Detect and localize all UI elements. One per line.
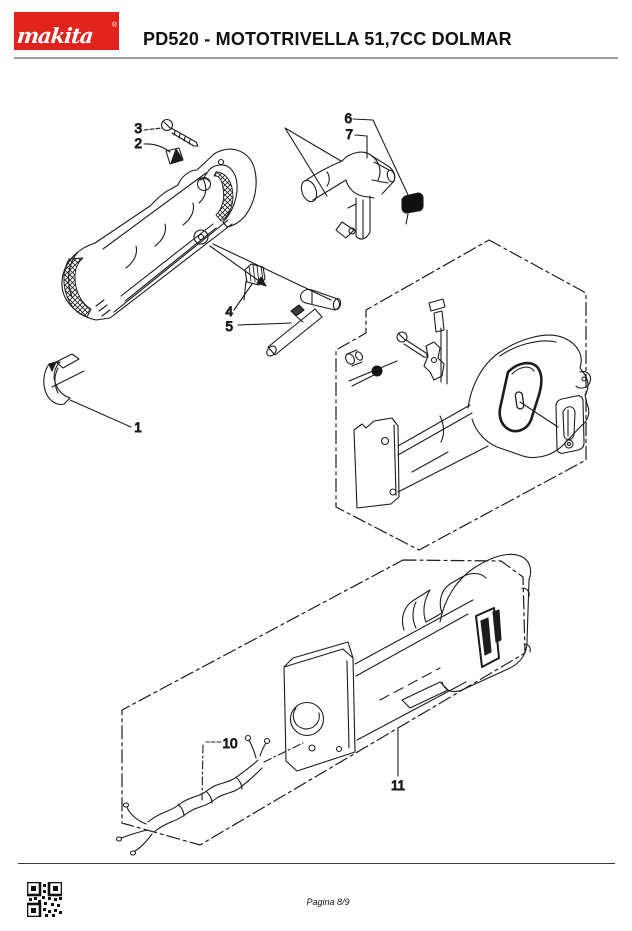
callout-10: 10 (222, 736, 237, 751)
callout-2: 2 (134, 136, 142, 151)
callout-6: 6 (344, 111, 352, 126)
header-divider (14, 57, 618, 59)
spring-drawing-part4 (243, 263, 266, 301)
screw-drawing-part3 (160, 118, 199, 147)
registered-mark: ® (111, 22, 117, 29)
throttle-lever-drawing-part5 (266, 289, 342, 357)
callout-7: 7 (345, 127, 353, 142)
callout-1: 1 (134, 420, 142, 435)
page-title: PD520 - MOTOTRIVELLA 51,7CC DOLMAR (143, 29, 512, 49)
throttle-elbow-drawing-part6-7 (300, 151, 424, 240)
callout-11: 11 (391, 778, 405, 793)
callout-4: 4 (225, 304, 233, 319)
qr-code-icon (27, 882, 62, 917)
drive-housing-drawing-part11 (283, 553, 532, 772)
page-number: Pagina 8/9 (306, 897, 350, 907)
handle-assembly-drawing (345, 298, 592, 509)
callout-labels: 3 2 6 7 4 5 1 10 11 (134, 110, 406, 793)
leader-lines-lower (201, 728, 399, 801)
cable-harness-drawing-part10 (115, 734, 304, 856)
lower-boundary-outline (121, 559, 526, 846)
leader-lines-upper (69, 118, 410, 428)
footer-divider (18, 863, 615, 864)
callout-3: 3 (134, 121, 142, 136)
clip-drawing-part2 (165, 147, 184, 165)
handle-housing-half-drawing (61, 148, 257, 321)
upper-boundary-outline (335, 239, 587, 551)
clamp-drawing-part1 (43, 353, 85, 406)
makita-logo: makita ® (14, 12, 119, 50)
callout-5: 5 (225, 319, 233, 334)
